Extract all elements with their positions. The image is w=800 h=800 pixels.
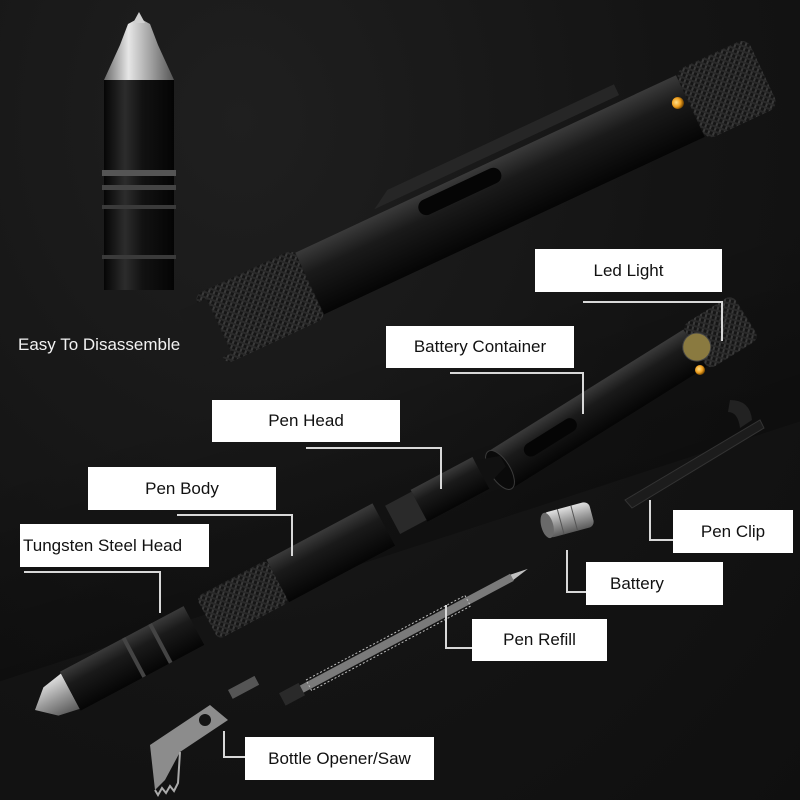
label-pen-clip: Pen Clip (673, 510, 793, 553)
connector-pen-head-v (440, 447, 442, 489)
connector-pen-clip (649, 539, 673, 541)
led-indicator (695, 365, 705, 375)
label-pen-body: Pen Body (88, 467, 276, 510)
connector-pen-body-v (291, 514, 293, 556)
refill-part (279, 568, 528, 706)
battery-part (540, 502, 594, 539)
connector-tungsten-steel-head (24, 571, 161, 573)
connector-pen-head (306, 447, 442, 449)
battery-container-part (485, 297, 757, 490)
connector-led-light (583, 301, 723, 303)
label-tungsten-steel-head: Tungsten Steel Head (20, 524, 209, 567)
pen-clip-part (624, 400, 765, 509)
standing-head-part (102, 12, 176, 290)
label-led-light: Led Light (535, 249, 722, 292)
label-pen-refill: Pen Refill (472, 619, 607, 661)
connector-bottle-opener-saw (223, 756, 245, 758)
connector-led-light-v (721, 301, 723, 341)
connector-pen-clip-v (649, 500, 651, 541)
label-battery-container: Battery Container (386, 326, 574, 368)
label-bottle-opener-saw: Bottle Opener/Saw (245, 737, 434, 780)
connector-pen-body (177, 514, 293, 516)
assembled-pen (179, 41, 776, 366)
connector-battery (566, 591, 586, 593)
easy-to-disassemble-caption: Easy To Disassemble (18, 335, 181, 354)
connector-battery-container (450, 372, 584, 374)
connector-bottle-opener-saw-v (223, 731, 225, 758)
connector-pen-refill (445, 647, 472, 649)
lower-pen (35, 455, 506, 716)
bottle-opener-saw-part (150, 675, 260, 797)
connector-tungsten-steel-head-v (159, 571, 161, 613)
connector-pen-refill-v (445, 605, 447, 649)
label-battery: Battery (586, 562, 723, 605)
connector-battery-v (566, 550, 568, 593)
label-pen-head: Pen Head (212, 400, 400, 442)
connector-battery-container-v (582, 372, 584, 414)
